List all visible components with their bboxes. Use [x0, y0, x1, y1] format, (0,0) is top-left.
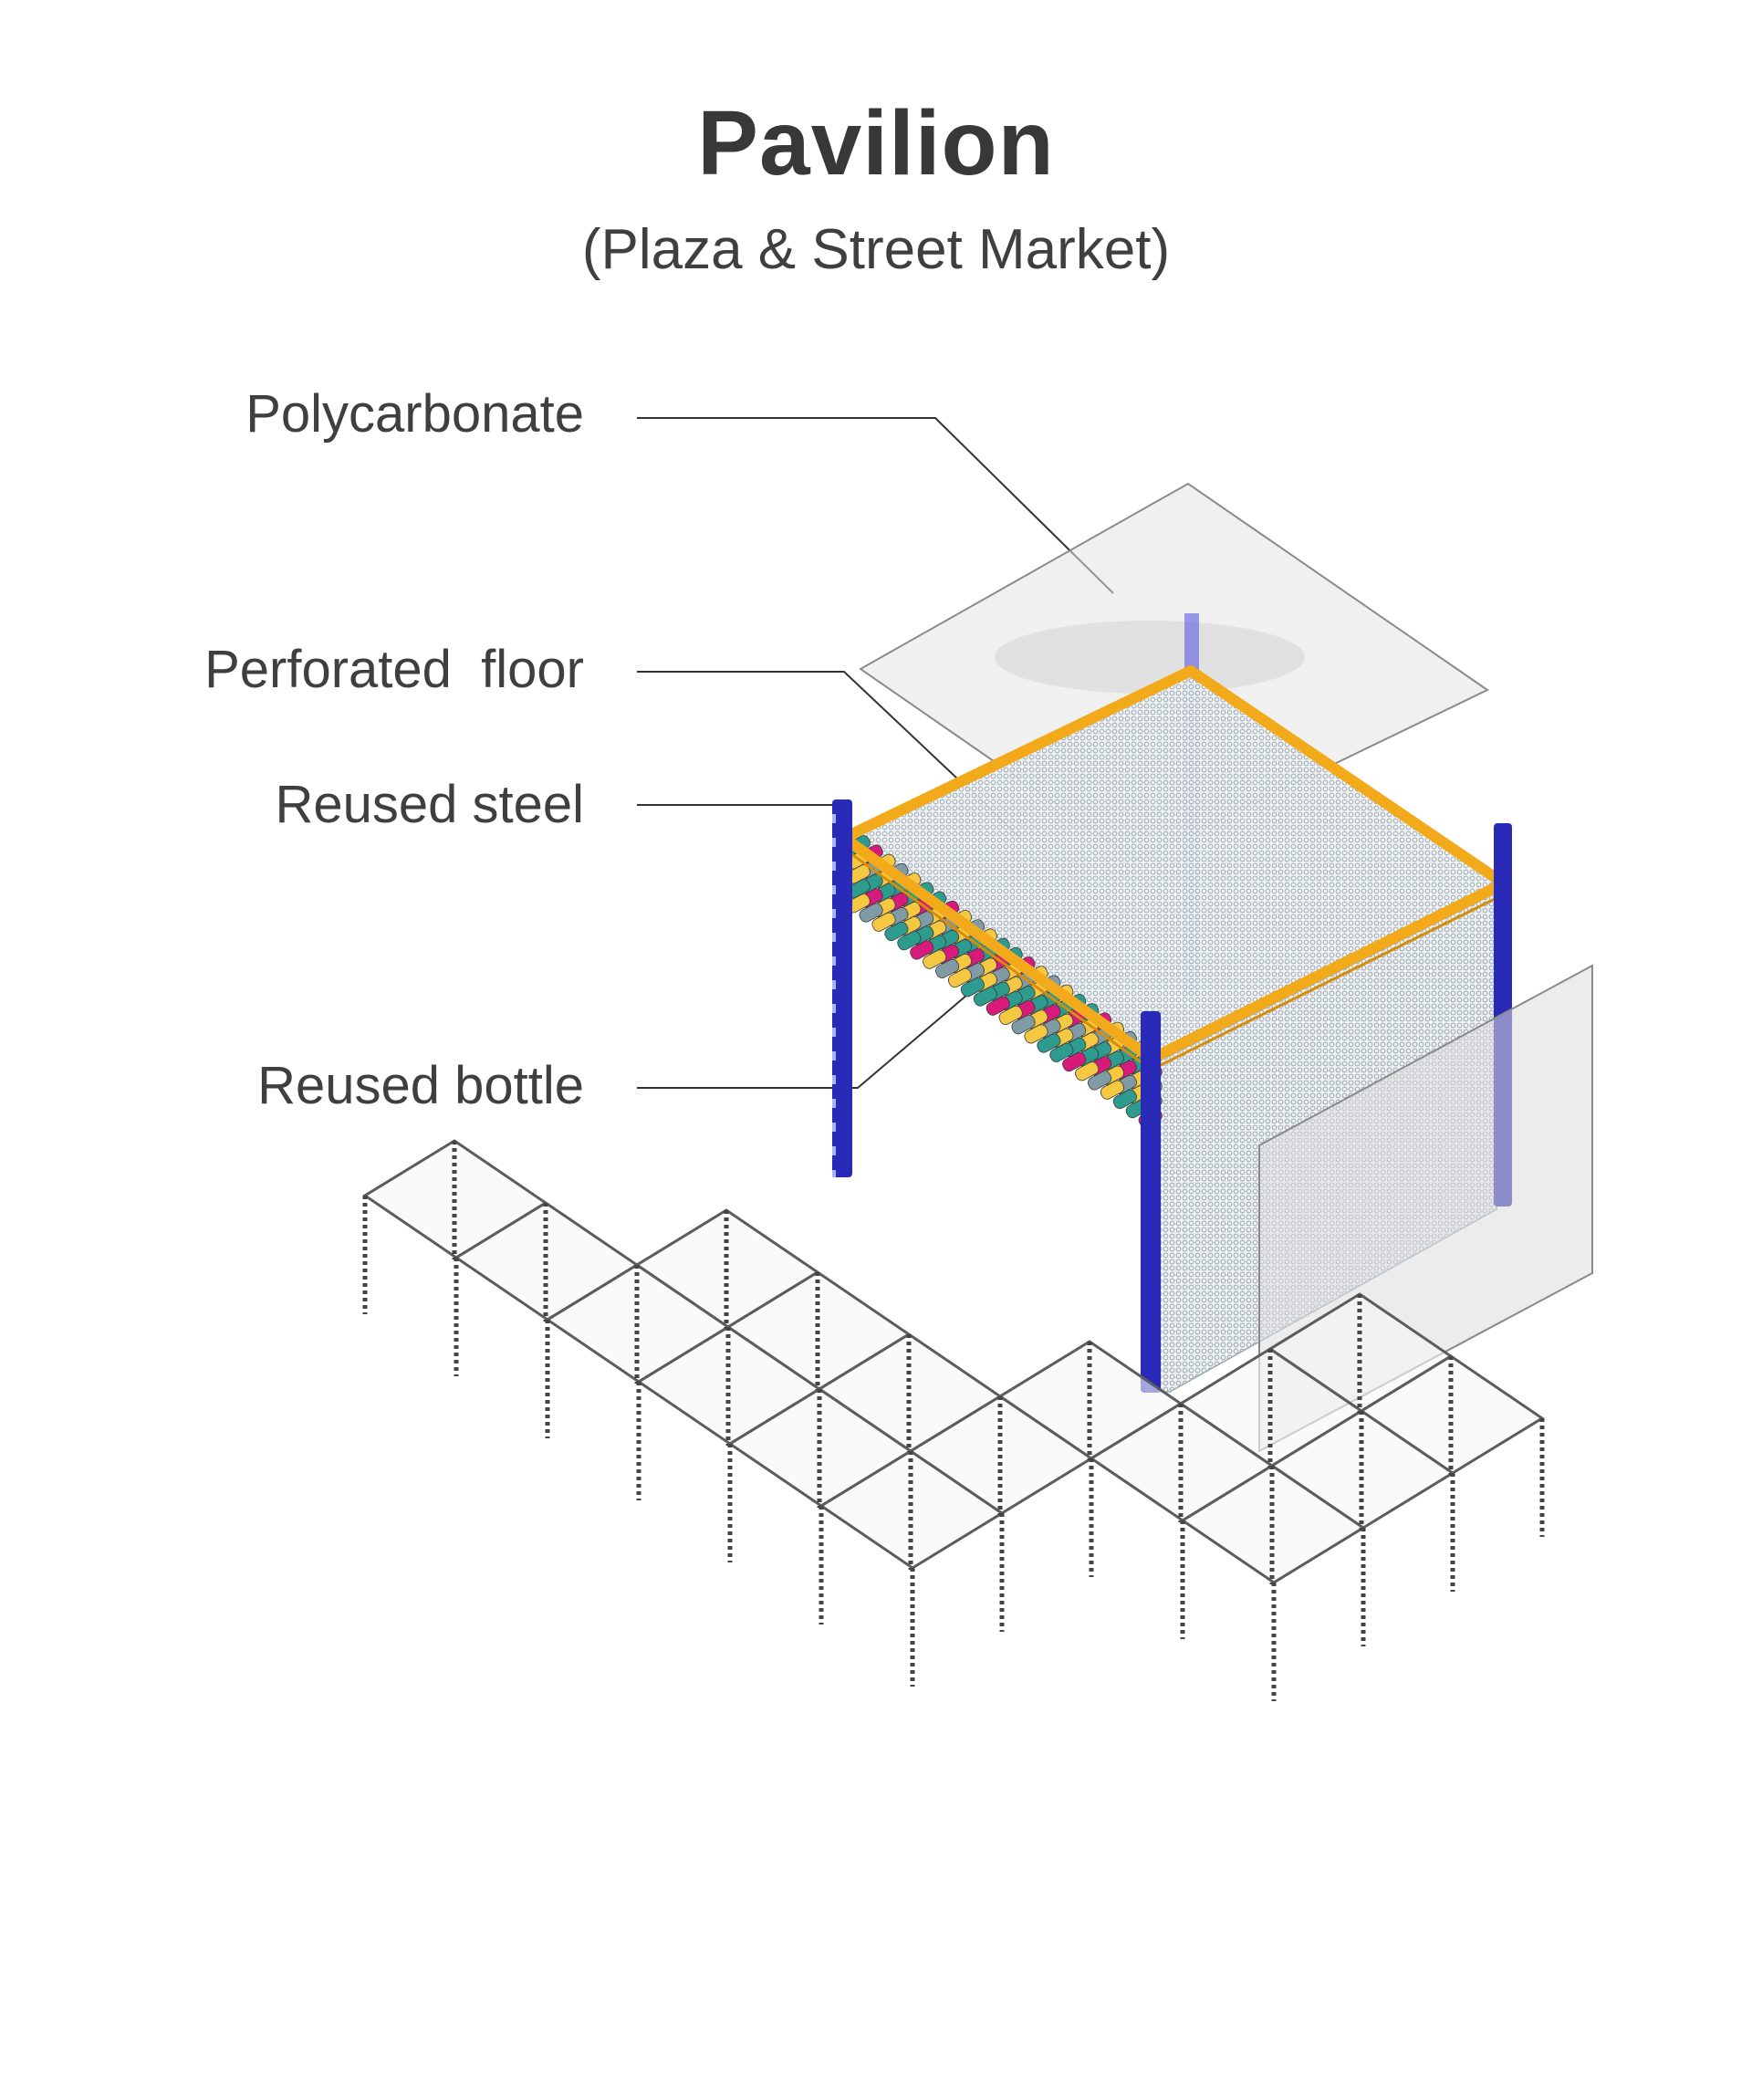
- bottle: [923, 949, 947, 969]
- bottle: [947, 968, 973, 988]
- bottle: [960, 977, 985, 998]
- bottle: [884, 921, 909, 942]
- reused-steel-beams: [839, 665, 1509, 1064]
- bottle: [871, 912, 896, 932]
- leader-polycarbonate: [637, 417, 1114, 594]
- label-polycarbonate: Polycarbonate: [245, 384, 584, 444]
- bottle: [859, 903, 883, 923]
- bottle: [1024, 1024, 1048, 1044]
- bottle: [1062, 1051, 1087, 1072]
- bottle: [897, 931, 922, 951]
- bottle: [998, 1005, 1023, 1026]
- pavilion-module: [832, 482, 1593, 1453]
- bottle: [1075, 1061, 1100, 1081]
- bottle: [973, 987, 997, 1007]
- leader-reused-bottle: [637, 994, 968, 1089]
- label-reused-steel: Reused steel: [275, 775, 584, 834]
- label-reused-bottle: Reused bottle: [257, 1056, 584, 1115]
- bottle: [1049, 1042, 1074, 1062]
- bottle: [935, 958, 960, 978]
- diagram-subtitle: (Plaza & Street Market): [581, 218, 1171, 281]
- plaza-layout: [362, 1139, 1545, 1701]
- label-perforated-floor: Perforated floor: [204, 640, 584, 699]
- bottle: [1011, 1015, 1036, 1035]
- bottle: [910, 940, 934, 960]
- bottle: [986, 996, 1010, 1016]
- bottle: [1088, 1071, 1112, 1091]
- bottle: [1100, 1080, 1125, 1100]
- bottle: [1037, 1033, 1061, 1053]
- bottle: [1112, 1089, 1137, 1109]
- diagram-title: Pavilion: [697, 92, 1055, 194]
